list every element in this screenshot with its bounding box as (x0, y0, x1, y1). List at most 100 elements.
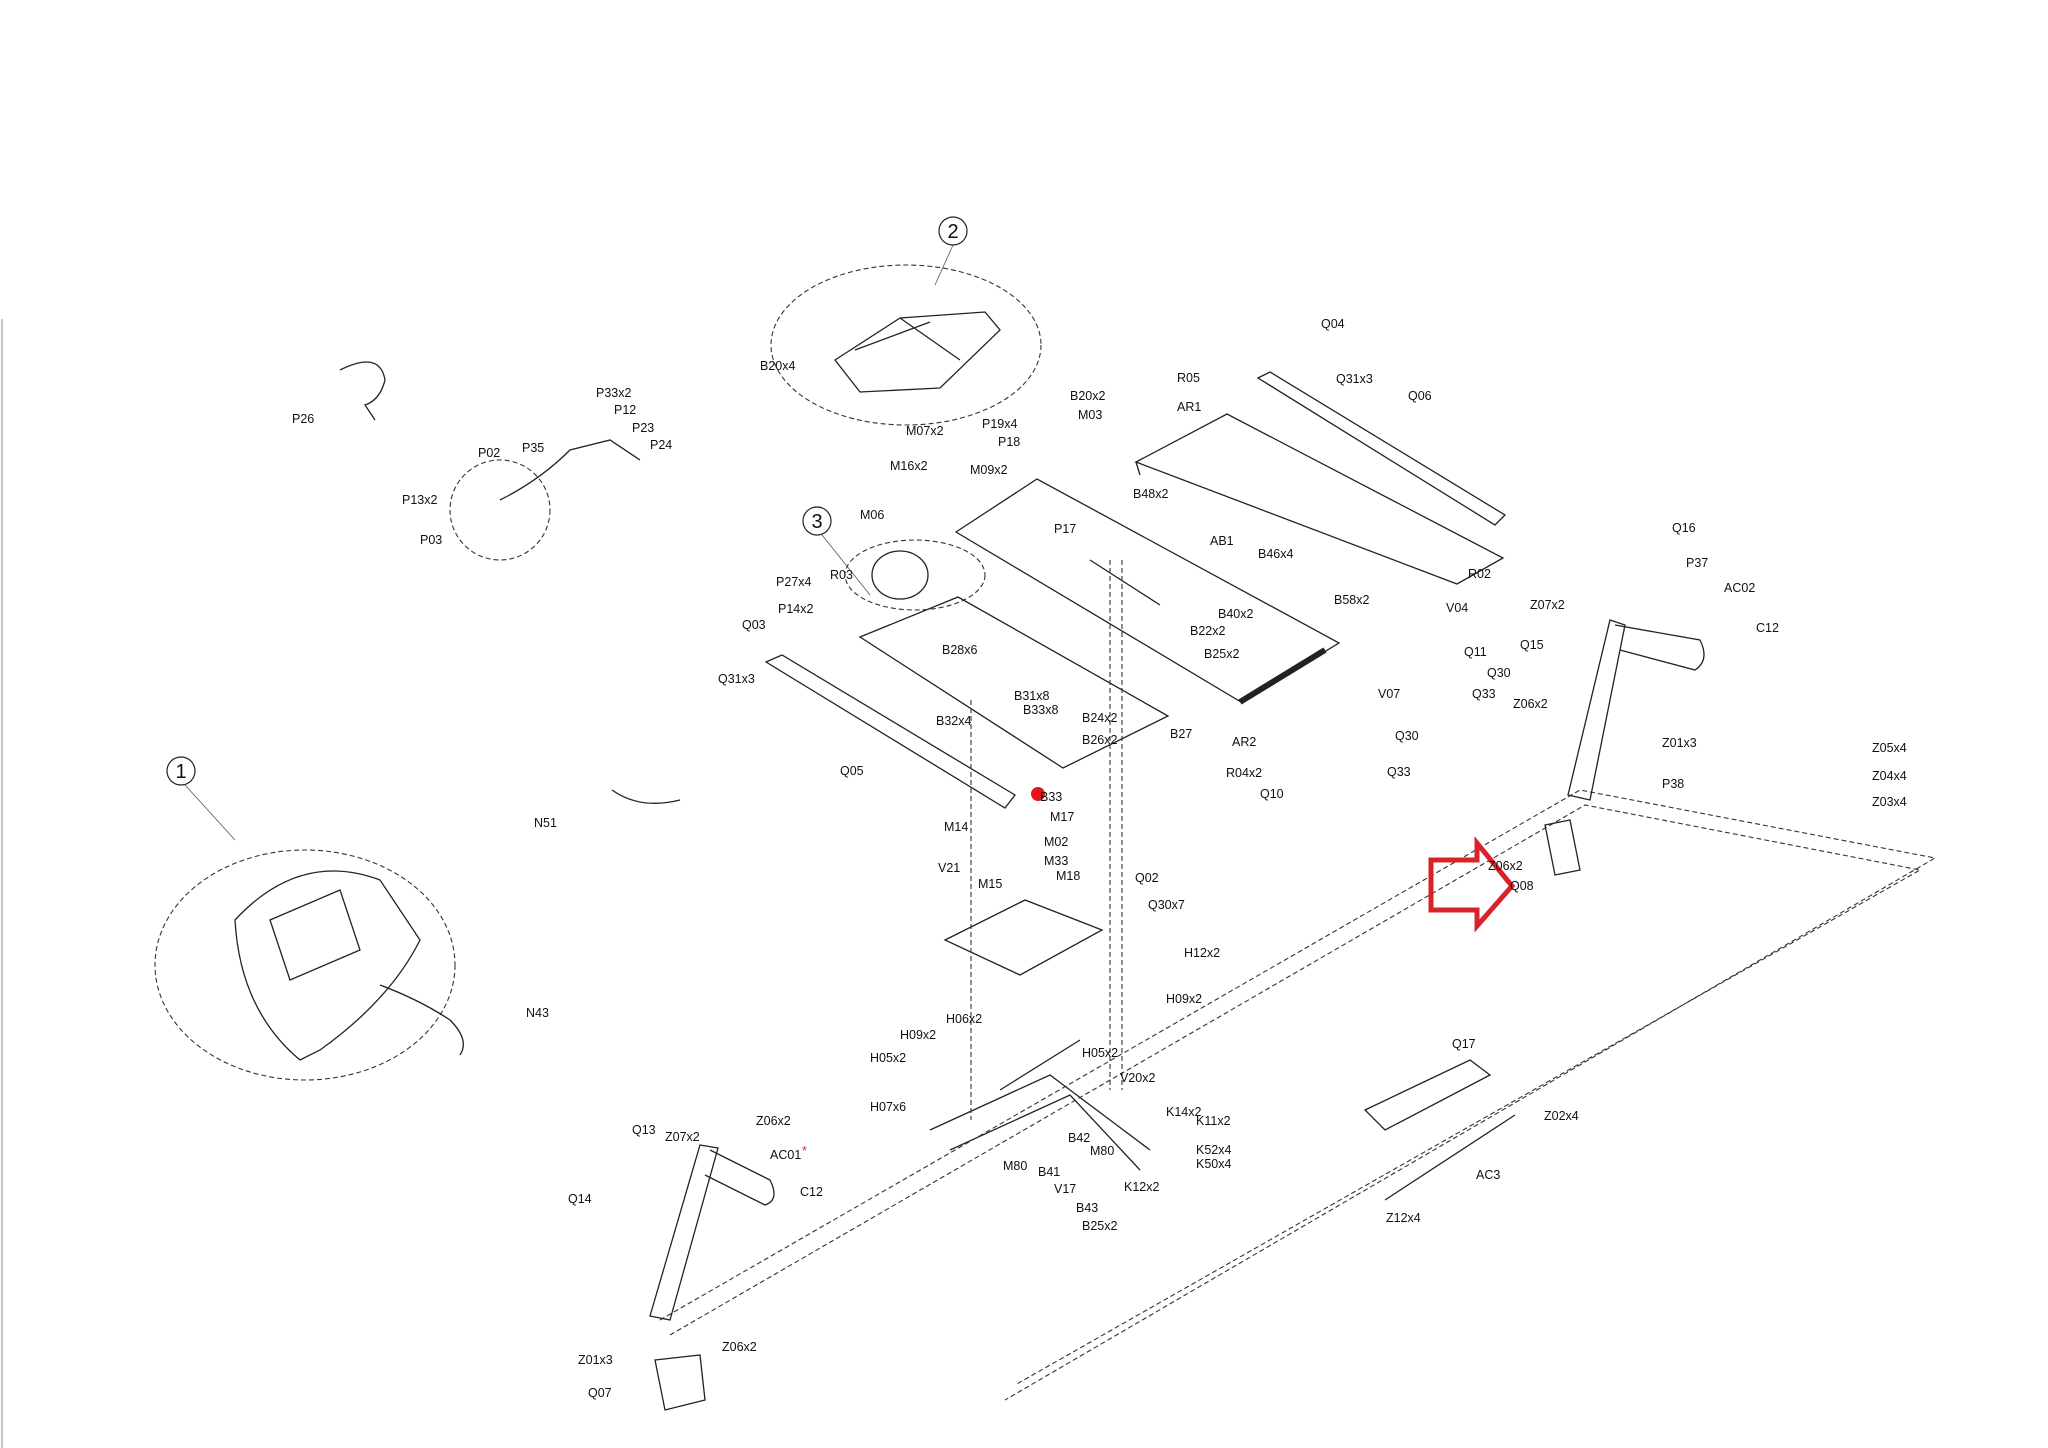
part-label-z03x4: Z03x4 (1872, 795, 1907, 809)
part-label-ac3: AC3 (1476, 1168, 1500, 1182)
part-label-r02: R02 (1468, 567, 1491, 581)
side-rail-right (1256, 371, 1507, 526)
part-label-b43: B43 (1076, 1201, 1098, 1215)
part-label-q07: Q07 (588, 1386, 612, 1400)
part-label-z01x3: Z01x3 (578, 1353, 613, 1367)
part-label-p14x2: P14x2 (778, 602, 813, 616)
part-label-m33: M33 (1044, 854, 1068, 868)
wiring-group-outline (449, 459, 551, 561)
side-rail-left (764, 654, 1016, 809)
part-label-m16x2: M16x2 (890, 459, 928, 473)
part-label-m14: M14 (944, 820, 968, 834)
base-rail-inner (669, 804, 1922, 1386)
part-label-n51: N51 (534, 816, 557, 830)
part-label-b33x8: B33x8 (1023, 703, 1058, 717)
part-label-q15: Q15 (1520, 638, 1544, 652)
part-label-b20x2: B20x2 (1070, 389, 1105, 403)
part-label-p13x2: P13x2 (402, 493, 437, 507)
part-label-z06x2: Z06x2 (1513, 697, 1548, 711)
part-label-b32x4: B32x4 (936, 714, 971, 728)
motor-plate (858, 596, 1170, 769)
upright-left (649, 1144, 719, 1321)
upright-right (1567, 619, 1626, 801)
part-label-v21: V21 (938, 861, 960, 875)
part-label-z01x3: Z01x3 (1662, 736, 1697, 750)
part-label-r04x2: R04x2 (1226, 766, 1262, 780)
part-label-b26x2: B26x2 (1082, 733, 1117, 747)
part-label-z07x2: Z07x2 (665, 1130, 700, 1144)
part-label-p23: P23 (632, 421, 654, 435)
part-label-m07x2: M07x2 (906, 424, 944, 438)
part-label-v20x2: V20x2 (1120, 1071, 1155, 1085)
base-rail-outer (659, 789, 1937, 1401)
part-label-q03: Q03 (742, 618, 766, 632)
incline-frame (929, 1039, 1151, 1171)
part-label-k52x4: K52x4 (1196, 1143, 1231, 1157)
marker-dot (1031, 787, 1045, 801)
part-label-q04: Q04 (1321, 317, 1345, 331)
rear-roller (1238, 647, 1327, 705)
part-label-k50x4: K50x4 (1196, 1157, 1231, 1171)
part-label-b42: B42 (1068, 1131, 1090, 1145)
part-label-p35: P35 (522, 441, 544, 455)
part-label-b24x2: B24x2 (1082, 711, 1117, 725)
part-label-b40x2: B40x2 (1218, 607, 1253, 621)
part-label-z06x2: Z06x2 (756, 1114, 791, 1128)
part-label-ab1: AB1 (1210, 534, 1234, 548)
running-belt (1134, 413, 1505, 585)
part-label-q30x7: Q30x7 (1148, 898, 1185, 912)
part-label-c12: C12 (1756, 621, 1779, 635)
part-label-v17: V17 (1054, 1182, 1076, 1196)
part-label-ar2: AR2 (1232, 735, 1256, 749)
part-label-b33: B33 (1040, 790, 1062, 804)
part-label-ac02: AC02 (1724, 581, 1755, 595)
part-label-m17: M17 (1050, 810, 1074, 824)
part-label-q13: Q13 (632, 1123, 656, 1137)
part-label-m80: M80 (1090, 1144, 1114, 1158)
part-label-r05: R05 (1177, 371, 1200, 385)
part-label-b25x2: B25x2 (1082, 1219, 1117, 1233)
part-label-k11x2: K11x2 (1196, 1114, 1231, 1128)
part-label-q02: Q02 (1135, 871, 1159, 885)
part-label-b25x2: B25x2 (1204, 647, 1239, 661)
callout-2-number: 2 (947, 221, 958, 243)
part-label-m06: M06 (860, 508, 884, 522)
arrow-right-outline-icon (1428, 835, 1516, 933)
part-label-b31x8: B31x8 (1014, 689, 1049, 703)
part-label-q05: Q05 (840, 764, 864, 778)
end-cap-left (654, 1354, 706, 1411)
part-label-q08: Q08 (1510, 879, 1534, 893)
drive-motor (871, 550, 929, 600)
part-label-q30: Q30 (1395, 729, 1419, 743)
part-label-z05x4: Z05x4 (1872, 741, 1907, 755)
part-label-ar1: AR1 (1177, 400, 1201, 414)
main-frame (954, 478, 1341, 703)
part-label-b46x4: B46x4 (1258, 547, 1293, 561)
part-label-q31x3: Q31x3 (718, 672, 755, 686)
end-cap-right (1544, 819, 1581, 876)
part-label-q17: Q17 (1452, 1037, 1476, 1051)
part-label-p37: P37 (1686, 556, 1708, 570)
asterisk-mark: * (802, 1144, 807, 1158)
part-label-h09x2: H09x2 (900, 1028, 936, 1042)
console-group-outline (154, 849, 456, 1081)
part-label-z06x2: Z06x2 (1488, 859, 1523, 873)
part-label-q30: Q30 (1487, 666, 1511, 680)
part-label-q06: Q06 (1408, 389, 1432, 403)
part-label-p12: P12 (614, 403, 636, 417)
part-label-q31x3: Q31x3 (1336, 372, 1373, 386)
part-label-b28x6: B28x6 (942, 643, 977, 657)
hood-group-outline (770, 264, 1042, 426)
part-label-b58x2: B58x2 (1334, 593, 1369, 607)
part-label-ac01: AC01 (770, 1148, 801, 1162)
part-label-p19x4: P19x4 (982, 417, 1017, 431)
part-label-k12x2: K12x2 (1124, 1180, 1159, 1194)
console (234, 870, 421, 1061)
part-label-h06x2: H06x2 (946, 1012, 982, 1026)
part-label-p38: P38 (1662, 777, 1684, 791)
part-label-p27x4: P27x4 (776, 575, 811, 589)
part-label-z12x4: Z12x4 (1386, 1211, 1421, 1225)
part-label-m03: M03 (1078, 408, 1102, 422)
callout-3: 3 (802, 506, 832, 536)
part-label-h05x2: H05x2 (870, 1051, 906, 1065)
